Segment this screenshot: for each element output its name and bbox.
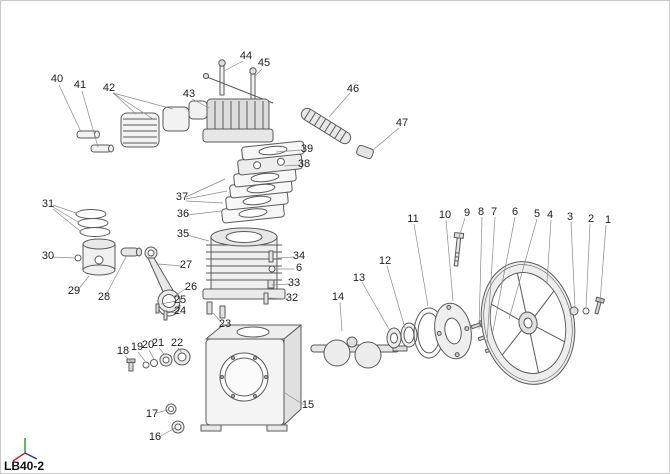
callout-17: 17 xyxy=(146,408,158,420)
callout-15: 15 xyxy=(302,399,314,411)
callout-18: 18 xyxy=(117,345,129,357)
drawing-title: LB40-2 xyxy=(4,459,44,473)
callout-11: 11 xyxy=(407,213,418,225)
callout-41: 41 xyxy=(74,79,86,91)
callout-37: 37 xyxy=(176,191,188,203)
callout-45: 45 xyxy=(258,57,270,69)
crankshaft xyxy=(310,336,408,369)
callout-31: 31 xyxy=(42,198,54,210)
callout-2: 2 xyxy=(588,213,594,225)
callout-33: 33 xyxy=(288,277,300,289)
callout-26: 26 xyxy=(185,281,197,293)
callout-labels: 1 2 3 4 5 6 7 8 9 10 11 12 13 14 15 16 1… xyxy=(42,50,611,443)
callout-35: 35 xyxy=(177,228,189,240)
callout-27: 27 xyxy=(180,259,192,271)
oil-plug xyxy=(165,403,185,434)
callout-38: 38 xyxy=(298,158,310,170)
callout-34: 34 xyxy=(293,250,305,262)
callout-10: 10 xyxy=(439,209,451,221)
callout-21: 21 xyxy=(152,337,164,349)
callout-24: 24 xyxy=(174,305,186,317)
callout-9: 9 xyxy=(464,207,470,219)
cylinder-head xyxy=(202,98,274,143)
callout-25: 25 xyxy=(174,294,186,306)
callout-40: 40 xyxy=(51,73,63,85)
shaft-seals-bearings xyxy=(126,348,191,372)
callout-8: 8 xyxy=(478,206,484,218)
callout-44: 44 xyxy=(240,50,252,62)
callout-7: 7 xyxy=(491,206,497,218)
callout-14: 14 xyxy=(332,291,344,303)
parts-artwork xyxy=(74,59,605,434)
callout-30: 30 xyxy=(42,250,54,262)
valve-plate-stack xyxy=(221,140,305,224)
callout-4: 4 xyxy=(547,209,553,221)
callout-42: 42 xyxy=(103,82,115,94)
callout-1: 1 xyxy=(605,214,611,226)
title-block: LB40-2 xyxy=(4,438,44,473)
callout-36: 36 xyxy=(177,208,189,220)
callout-43: 43 xyxy=(183,88,195,100)
callout-19: 19 xyxy=(131,341,143,353)
piston-assembly xyxy=(74,209,143,276)
callout-16: 16 xyxy=(149,431,161,443)
axis-orientation-icon xyxy=(12,438,38,462)
flywheel xyxy=(480,261,605,385)
cylinder xyxy=(202,227,286,319)
callout-3: 3 xyxy=(567,211,573,223)
callout-22: 22 xyxy=(171,337,183,349)
callout-23: 23 xyxy=(219,318,231,330)
callout-12: 12 xyxy=(379,255,391,267)
axis-z-icon xyxy=(24,452,38,460)
callout-39: 39 xyxy=(301,143,313,155)
crankcase xyxy=(200,324,302,432)
connecting-rod xyxy=(144,246,181,321)
callout-6: 6 xyxy=(512,206,518,218)
leader-lines xyxy=(51,60,607,438)
fittings-40-41 xyxy=(76,130,114,153)
callout-32: 32 xyxy=(286,292,298,304)
callout-13: 13 xyxy=(353,272,365,284)
callout-46: 46 xyxy=(347,83,359,95)
callout-28: 28 xyxy=(98,291,110,303)
air-filter xyxy=(120,100,208,148)
callout-20: 20 xyxy=(142,339,154,351)
callout-47: 47 xyxy=(396,117,408,129)
callout-29: 29 xyxy=(68,285,80,297)
axis-x-icon xyxy=(12,452,26,462)
callout-6b: 6 xyxy=(296,262,302,274)
callout-5: 5 xyxy=(534,208,540,220)
outlet-tube xyxy=(300,107,374,160)
